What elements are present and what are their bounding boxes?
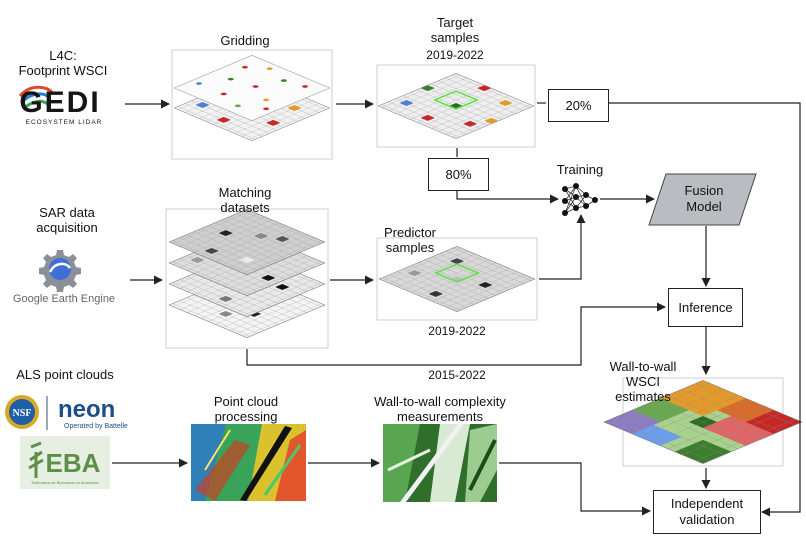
arrow-complexity-to-validation — [499, 462, 651, 516]
target-samples-label: Target samples — [430, 15, 480, 45]
gedi-logo: GEDI ECOSYSTEM LIDAR — [18, 85, 114, 126]
matching-datasets-stack — [168, 209, 326, 338]
eba-logo: EBA Estimativa de Biomassa na Amazônia — [20, 436, 110, 489]
gridding-illustration — [173, 55, 331, 141]
gedi-title: L4C: Footprint WSCI — [18, 48, 108, 78]
estimates-grid — [603, 380, 803, 464]
predictor-samples-grid — [378, 246, 536, 312]
inference-box: Inference — [668, 288, 743, 327]
arrow-matching-to-inference — [246, 302, 666, 366]
arrow-20-to-validation — [608, 102, 801, 517]
arrow-predictor-to-training — [539, 214, 586, 280]
point-cloud-image — [191, 424, 306, 501]
split-80-box: 80% — [428, 158, 489, 191]
neon-logo-text: neon — [58, 396, 115, 423]
predictor-years-label: 2019-2022 — [428, 324, 486, 338]
gridding-label: Gridding — [220, 33, 270, 48]
complexity-label: Wall-to-wall complexity measurements — [374, 394, 506, 424]
point-cloud-label: Point cloud processing — [213, 394, 279, 424]
gedi-logo-text: GEDI — [19, 86, 100, 119]
fusion-model-shape — [648, 173, 757, 226]
estimates-label: Wall-to-wall WSCI estimates — [609, 359, 677, 404]
gedi-logo-subtitle: ECOSYSTEM LIDAR — [26, 119, 103, 126]
matching-datasets-label: Matching datasets — [218, 185, 272, 215]
eba-logo-subtitle: Estimativa de Biomassa na Amazônia — [32, 480, 100, 485]
sar-title: SAR data acquisition — [36, 205, 98, 235]
nsf-logo: NSF — [5, 395, 39, 429]
target-years-label: 2019-2022 — [426, 48, 484, 62]
validation-box: Independent validation — [653, 490, 761, 534]
als-title: ALS point clouds — [16, 367, 114, 382]
nsf-logo-text: NSF — [13, 408, 32, 419]
predictor-samples-label: Predictor samples — [383, 225, 437, 255]
split-20-box: 20% — [548, 89, 609, 122]
target-samples-grid — [377, 73, 535, 139]
training-label: Training — [556, 162, 604, 177]
gee-logo-text: Google Earth Engine — [13, 293, 115, 305]
matching-years-label: 2015-2022 — [428, 368, 486, 382]
fusion-model-label: Fusion Model — [684, 183, 724, 214]
neon-logo: neon Operated by Battelle — [58, 396, 128, 430]
complexity-image — [383, 424, 497, 502]
neon-logo-subtitle: Operated by Battelle — [64, 423, 128, 430]
arrow-80-to-training — [456, 190, 559, 204]
neural-network-icon — [562, 183, 598, 216]
eba-logo-text: EBA — [46, 448, 101, 478]
google-earth-engine-logo: Google Earth Engine — [13, 250, 115, 305]
